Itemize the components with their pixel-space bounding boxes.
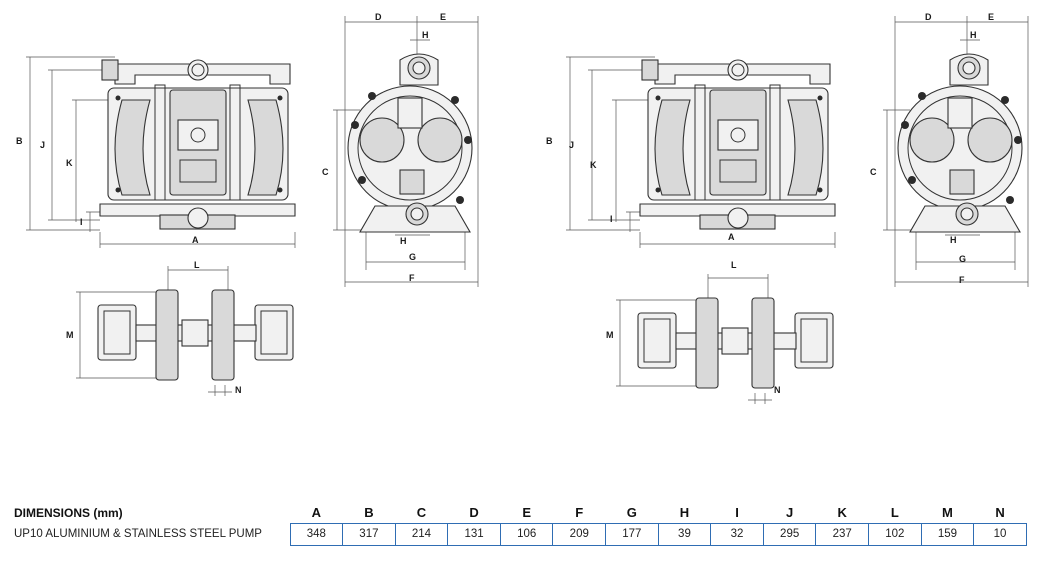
dim-label-m: M bbox=[66, 330, 74, 340]
dim-label-e-right: E bbox=[988, 12, 994, 22]
column-header-g: G bbox=[626, 505, 637, 521]
dim-label-c: C bbox=[322, 167, 329, 177]
dim-label-b-right: B bbox=[546, 136, 553, 146]
dim-label-c-right: C bbox=[870, 167, 877, 177]
dim-label-a-right: A bbox=[728, 232, 735, 242]
dim-label-k: K bbox=[66, 158, 73, 168]
column-header-i: I bbox=[735, 505, 739, 521]
value-m: 159 bbox=[920, 522, 975, 546]
value-i: 32 bbox=[710, 522, 764, 546]
pump-dimension-drawings: B J K I A D E H C H G F L M N B J K I A … bbox=[16, 12, 1029, 405]
dim-label-g-right: G bbox=[959, 254, 966, 264]
dim-label-f-right: F bbox=[959, 275, 965, 285]
column-header-m: M bbox=[942, 505, 953, 521]
column-header-a: A bbox=[311, 505, 321, 521]
value-b: 317 bbox=[342, 522, 396, 546]
dim-label-a: A bbox=[192, 235, 199, 245]
dim-label-j: J bbox=[40, 140, 45, 150]
column-header-j: J bbox=[786, 505, 794, 521]
dim-label-m-right: M bbox=[606, 330, 614, 340]
column-header-k: K bbox=[837, 505, 847, 521]
column-header-f: F bbox=[575, 505, 584, 521]
dim-label-n: N bbox=[235, 385, 242, 395]
dim-label-h-right: H bbox=[970, 30, 977, 40]
dim-label-l-right: L bbox=[731, 260, 737, 270]
dim-label-h-bottom: H bbox=[400, 236, 407, 246]
column-header-n: N bbox=[995, 505, 1005, 521]
dim-label-l: L bbox=[194, 260, 200, 270]
value-j: 295 bbox=[762, 522, 817, 546]
dim-label-b: B bbox=[16, 136, 23, 146]
value-c: 214 bbox=[394, 522, 449, 546]
dim-label-d: D bbox=[375, 12, 382, 22]
table-title: DIMENSIONS (mm) bbox=[14, 506, 123, 520]
value-h: 39 bbox=[657, 522, 712, 546]
value-e: 106 bbox=[499, 522, 554, 546]
dim-label-n-right: N bbox=[774, 385, 781, 395]
column-header-d: D bbox=[469, 505, 479, 521]
table-header-row: DIMENSIONS (mm) A B C D E F G H I J K L … bbox=[14, 503, 1026, 523]
table-row: UP10 ALUMINIUM & STAINLESS STEEL PUMP 34… bbox=[14, 522, 1027, 546]
dim-label-e: E bbox=[440, 12, 446, 22]
value-d: 131 bbox=[447, 522, 501, 546]
column-header-l: L bbox=[890, 505, 899, 521]
dim-label-h-bottom-right: H bbox=[950, 235, 957, 245]
value-n: 10 bbox=[973, 522, 1027, 546]
value-l: 102 bbox=[868, 522, 922, 546]
column-header-e: E bbox=[522, 505, 531, 521]
row-label: UP10 ALUMINIUM & STAINLESS STEEL PUMP bbox=[14, 528, 262, 540]
dim-label-i: I bbox=[80, 217, 83, 227]
value-g: 177 bbox=[605, 522, 659, 546]
dim-label-k-right: K bbox=[590, 160, 597, 170]
column-header-h: H bbox=[679, 505, 690, 521]
value-f: 209 bbox=[552, 522, 607, 546]
dim-label-i-right: I bbox=[610, 214, 613, 224]
column-header-b: B bbox=[364, 505, 374, 521]
dim-label-g: G bbox=[409, 252, 416, 262]
column-header-c: C bbox=[416, 505, 427, 521]
dim-label-h: H bbox=[422, 30, 429, 40]
dim-label-j-right: J bbox=[569, 140, 574, 150]
dim-label-f: F bbox=[409, 273, 415, 283]
dim-label-d-right: D bbox=[925, 12, 932, 22]
value-k: 237 bbox=[815, 522, 870, 546]
dimensions-table: DIMENSIONS (mm) A B C D E F G H I J K L … bbox=[14, 503, 1027, 546]
value-a: 348 bbox=[289, 522, 344, 546]
